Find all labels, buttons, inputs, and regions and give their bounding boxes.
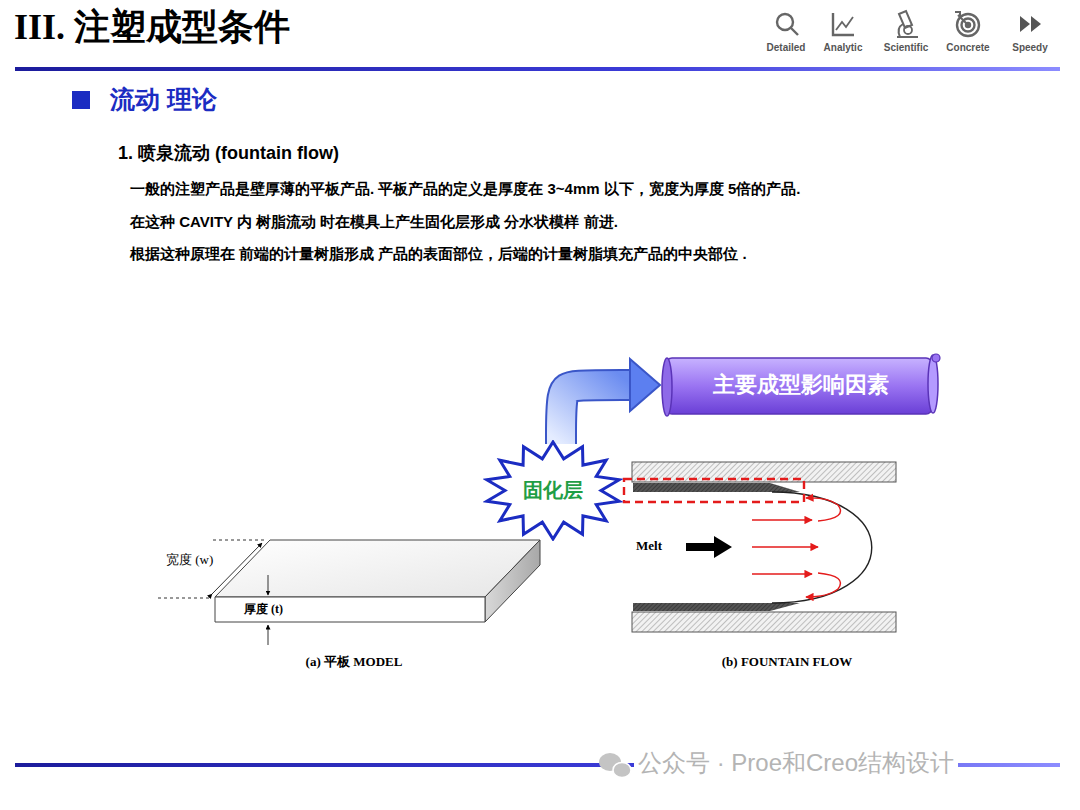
figure-caption: (b) FOUNTAIN FLOW xyxy=(722,654,852,670)
dimension-label: 宽度 (w) xyxy=(166,552,213,568)
solid-layer-highlight xyxy=(624,479,804,502)
body-text: 根据这种原理在 前端的计量树脂形成 产品的表面部位，后端的计量树脂填充产品的中央… xyxy=(130,245,747,263)
header-bar xyxy=(15,67,1060,71)
subsection-heading: 1. 喷泉流动 (fountain flow) xyxy=(118,143,339,165)
callout-starburst: 固化层 xyxy=(483,440,623,541)
icon-label: Scientific xyxy=(884,42,928,54)
icon-label: Speedy xyxy=(1012,42,1048,54)
section-heading: 流动 理论 xyxy=(110,84,217,114)
bullet-square xyxy=(72,91,90,109)
node-text: 固化层 xyxy=(523,477,583,504)
body-text: 一般的注塑产品是壁厚薄的平板产品. 平板产品的定义是厚度在 3~4mm 以下，宽… xyxy=(130,180,800,198)
body-text: 在这种 CAVITY 内 树脂流动 时在模具上产生固化层形成 分水状模样 前进. xyxy=(130,213,618,231)
watermark: 公众号 · Proe和Creo结构设计 xyxy=(634,749,958,778)
flow-arrows xyxy=(752,498,841,597)
icon-label: Analytic xyxy=(824,42,863,54)
node-text: 主要成型影响因素 xyxy=(713,370,889,400)
page-title: III. 注塑成型条件 xyxy=(14,6,290,49)
watermark-icon xyxy=(599,753,631,778)
figure-caption: (a) 平板 MODEL xyxy=(306,654,403,670)
mold-walls xyxy=(632,462,896,632)
toolbar-icons xyxy=(777,11,979,37)
speedy-icon xyxy=(1020,16,1041,32)
block-arrow xyxy=(561,359,660,444)
plate-dimensions xyxy=(158,540,268,645)
scroll-banner: 主要成型影响因素 xyxy=(660,352,942,418)
dimension-label: 厚度 (t) xyxy=(244,602,283,616)
flat-plate xyxy=(215,540,540,622)
icon-label: Detailed xyxy=(767,42,806,54)
icon-label: Concrete xyxy=(946,42,989,54)
melt-label: Melt xyxy=(636,538,662,554)
melt-arrow xyxy=(686,536,732,558)
